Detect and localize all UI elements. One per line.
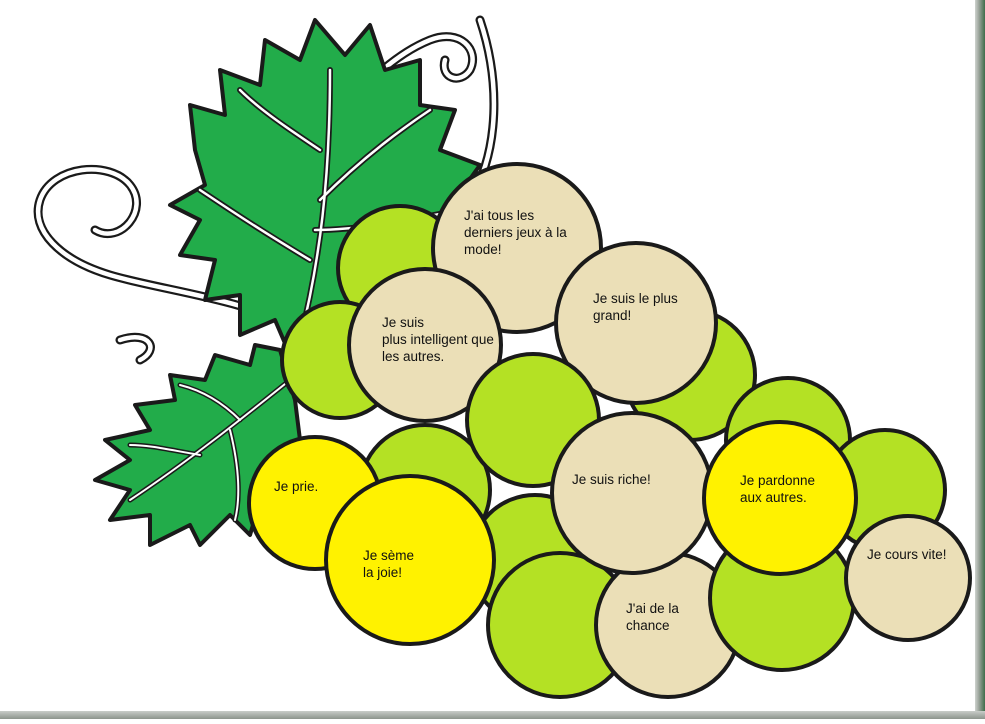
window-frame-bottom-edge — [0, 711, 985, 719]
grape-icon — [554, 241, 718, 405]
window-frame-right-edge — [975, 0, 985, 719]
grape-icon — [347, 267, 503, 423]
grape-icon — [550, 411, 714, 575]
grape-icon — [324, 474, 496, 646]
grape-icon — [844, 514, 972, 642]
grape-icon — [702, 420, 858, 576]
